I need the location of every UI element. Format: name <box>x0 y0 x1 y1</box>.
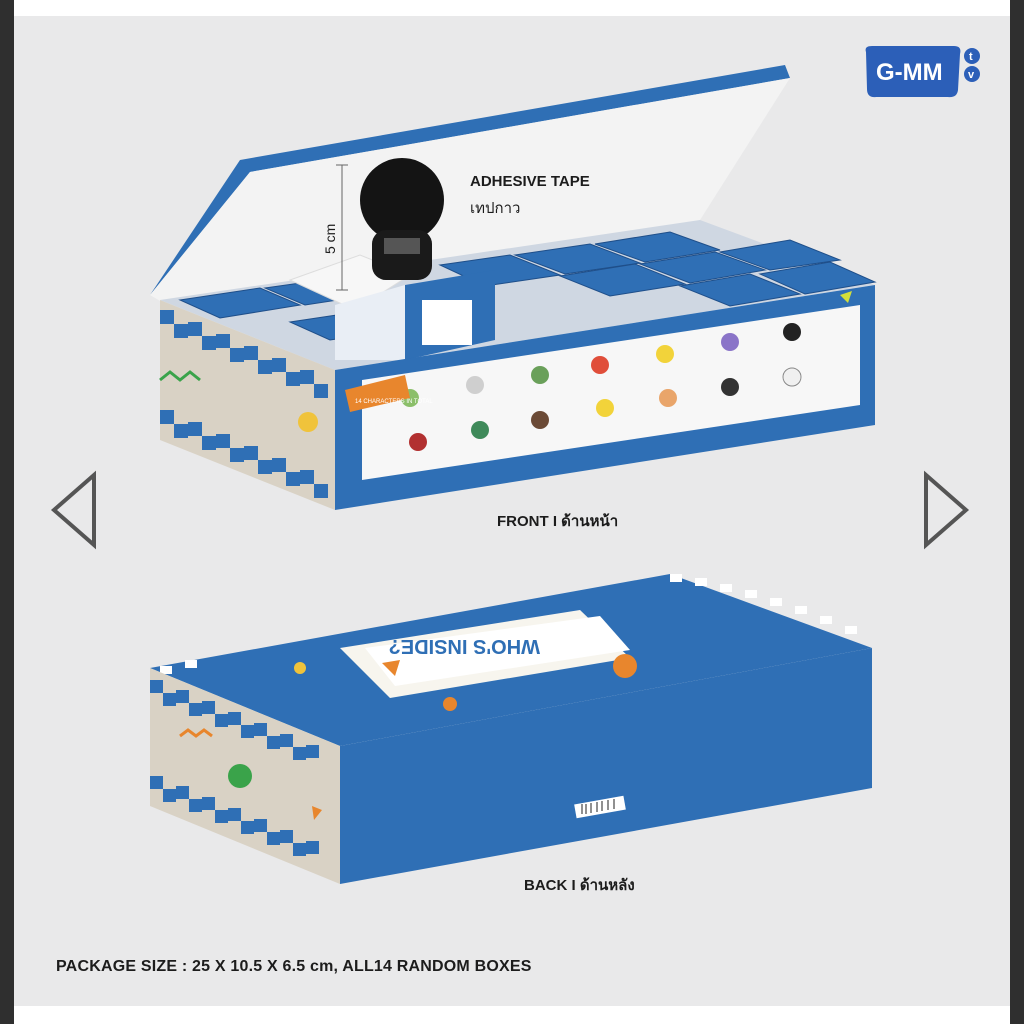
chevron-right-icon <box>924 470 970 550</box>
chevron-left-icon <box>50 470 96 550</box>
package-size-label: PACKAGE SIZE : 25 X 10.5 X 6.5 cm, ALL14… <box>56 958 532 975</box>
frame-edge-right <box>1010 0 1024 1024</box>
back-box-illustration: WHO'S INSIDE? <box>150 568 880 888</box>
back-label: BACK I ด้านหลัง <box>524 877 635 894</box>
svg-text:WHO'S INSIDE?: WHO'S INSIDE? <box>389 635 540 657</box>
svg-text:v: v <box>968 69 975 81</box>
svg-text:G-MM: G-MM <box>876 59 943 86</box>
adhesive-tape-label-th: เทปกาว <box>470 200 521 217</box>
previous-image-button[interactable] <box>48 470 98 550</box>
front-label: FRONT I ด้านหน้า <box>497 513 619 530</box>
gmmtv-logo: G-MM v t <box>862 42 982 102</box>
next-image-button[interactable] <box>922 470 972 550</box>
svg-text:t: t <box>969 51 973 63</box>
front-box-illustration: 14 CHARACTERS IN TOTAL <box>140 60 900 520</box>
height-measure-label: 5 cm <box>322 223 338 254</box>
frame-edge-left <box>0 0 14 1024</box>
svg-text:14 CHARACTERS IN TOTAL: 14 CHARACTERS IN TOTAL <box>355 399 433 405</box>
adhesive-tape-label: ADHESIVE TAPE <box>470 173 590 190</box>
